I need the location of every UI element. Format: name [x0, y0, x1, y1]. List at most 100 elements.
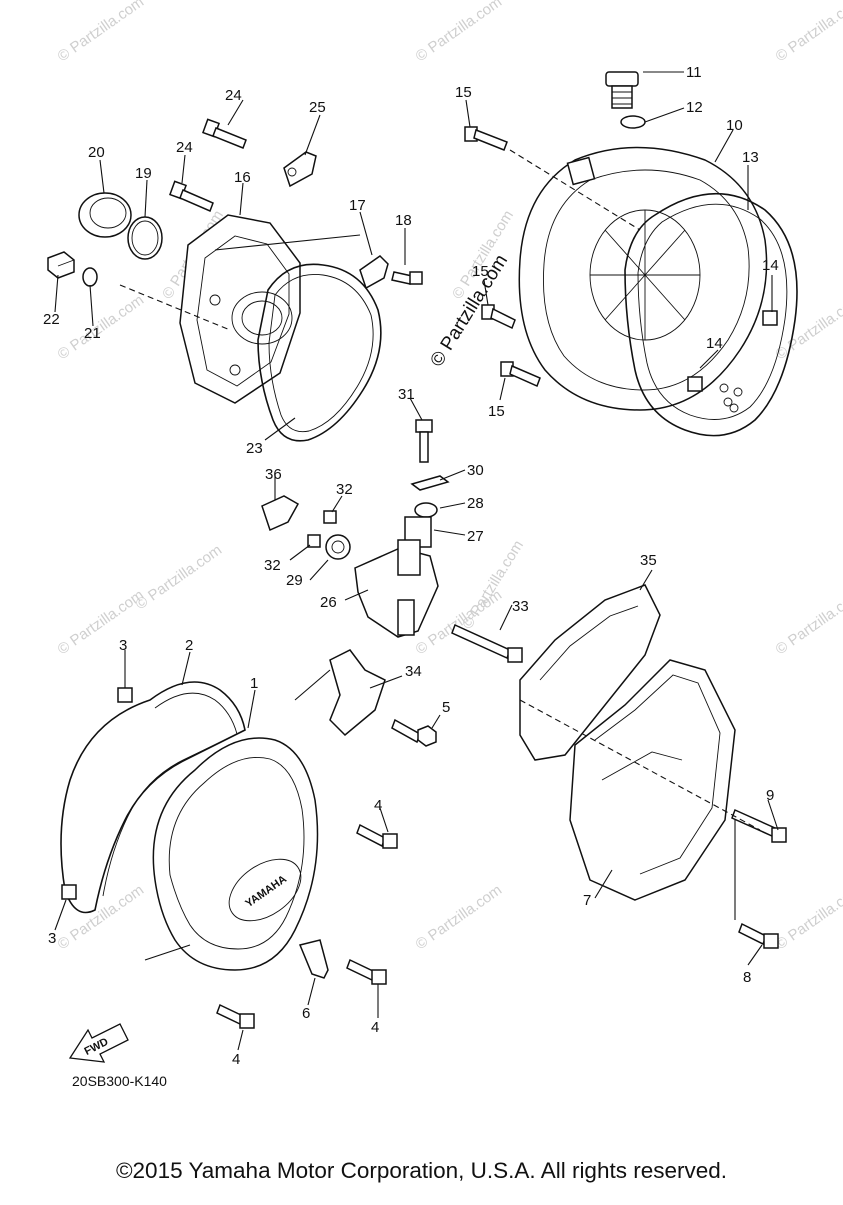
callout-16: 16 — [234, 169, 251, 186]
callout-4: 4 — [232, 1051, 240, 1068]
part-25-clamp[interactable] — [283, 151, 317, 188]
callout-24: 24 — [225, 87, 242, 104]
part-22-plug[interactable] — [47, 251, 75, 279]
part-1-generator-cover[interactable]: YAMAHA — [152, 737, 319, 971]
part-15-bolt-low[interactable] — [500, 361, 541, 388]
part-4-bolt-bottom[interactable] — [216, 1003, 255, 1029]
part-12-o-ring[interactable] — [620, 115, 646, 129]
callout-15: 15 — [472, 263, 489, 280]
callout-10: 10 — [726, 117, 743, 134]
part-15-bolt-mid[interactable] — [481, 304, 516, 330]
part-17-bracket[interactable] — [359, 255, 389, 290]
callout-5: 5 — [442, 699, 450, 716]
callout-30: 30 — [467, 462, 484, 479]
part-11-oil-filler-cap[interactable] — [605, 71, 639, 109]
callout-28: 28 — [467, 495, 484, 512]
part-28-seal[interactable] — [414, 502, 438, 518]
part-32-dowel-pin-b[interactable] — [307, 534, 321, 548]
callout-4: 4 — [374, 797, 382, 814]
callout-29: 29 — [286, 572, 303, 589]
callout-23: 23 — [246, 440, 263, 457]
callout-25: 25 — [309, 99, 326, 116]
callout-7: 7 — [583, 892, 591, 909]
part-9-bolt[interactable] — [731, 808, 787, 843]
part-35-cover[interactable] — [519, 584, 661, 761]
callout-14: 14 — [762, 257, 779, 274]
part-3-dowel-pin-upper[interactable] — [117, 687, 133, 703]
callout-14: 14 — [706, 335, 723, 352]
part-29-oil-seal[interactable] — [325, 534, 351, 560]
watermark: © Partzilla.com — [413, 881, 506, 953]
callout-11: 11 — [686, 64, 702, 81]
watermark: © Partzilla.com — [55, 291, 148, 363]
watermark: © Partzilla.com — [55, 586, 148, 658]
part-5-bolt[interactable] — [391, 718, 437, 747]
callout-13: 13 — [742, 149, 759, 166]
callout-36: 36 — [265, 466, 282, 483]
part-18-bolt[interactable] — [391, 271, 423, 285]
part-4-bolt-right[interactable] — [346, 958, 387, 985]
callout-15: 15 — [455, 84, 472, 101]
part-30-washer[interactable] — [410, 475, 450, 491]
part-2-gasket[interactable] — [60, 681, 246, 914]
part-14-dowel-pin-upper[interactable] — [762, 310, 778, 326]
callout-21: 21 — [84, 325, 101, 342]
diagram-code: 20SB300-K140 — [72, 1073, 167, 1089]
part-8-bolt[interactable] — [738, 922, 779, 949]
watermark: © Partzilla.com — [133, 541, 226, 613]
part-31-bolt[interactable] — [415, 419, 433, 463]
part-15-bolt-top[interactable] — [464, 126, 508, 151]
callout-24: 24 — [176, 139, 193, 156]
callout-33: 33 — [512, 598, 529, 615]
part-3-dowel-pin-lower[interactable] — [61, 884, 77, 900]
leader-lines — [54, 71, 779, 1051]
part-21-washer[interactable] — [82, 267, 98, 287]
part-26-housing[interactable] — [354, 539, 439, 638]
callout-22: 22 — [43, 311, 60, 328]
copyright-notice: ©2015 Yamaha Motor Corporation, U.S.A. A… — [115, 1158, 728, 1183]
callout-34: 34 — [405, 663, 422, 680]
callout-3: 3 — [119, 637, 127, 654]
watermark: © Partzilla.com — [773, 881, 843, 953]
watermark: © Partzilla.com — [55, 0, 148, 65]
callout-3: 3 — [48, 930, 56, 947]
callout-18: 18 — [395, 212, 412, 229]
watermark: © Partzilla.com — [773, 0, 843, 65]
callout-2: 2 — [185, 637, 193, 654]
part-24-bolt-lower[interactable] — [169, 180, 214, 213]
part-19-o-ring[interactable] — [127, 216, 163, 260]
part-7-sprocket-cover[interactable] — [569, 659, 736, 901]
fwd-arrow-icon: FWD — [68, 1023, 129, 1063]
part-4-bolt-mid[interactable] — [356, 823, 398, 849]
callout-17: 17 — [349, 197, 366, 214]
callout-6: 6 — [302, 1005, 310, 1022]
part-6-clamp[interactable] — [298, 939, 329, 979]
callout-4: 4 — [371, 1019, 379, 1036]
callout-35: 35 — [640, 552, 657, 569]
part-36-bracket[interactable] — [261, 495, 300, 532]
callout-20: 20 — [88, 144, 105, 161]
part-16-cover[interactable] — [179, 214, 301, 404]
watermark: © Partzilla.com — [773, 291, 843, 363]
part-14-dowel-pin-lower[interactable] — [687, 376, 703, 392]
part-33-bolt[interactable] — [451, 623, 523, 663]
part-20-plug[interactable] — [78, 192, 132, 238]
part-23-gasket[interactable] — [257, 263, 382, 442]
watermark: © Partzilla.com — [459, 537, 527, 632]
part-10-clutch-cover[interactable] — [518, 146, 768, 411]
callout-27: 27 — [467, 528, 484, 545]
callout-1: 1 — [250, 675, 258, 692]
callout-19: 19 — [135, 165, 152, 182]
callout-8: 8 — [743, 969, 751, 986]
callout-15: 15 — [488, 403, 505, 420]
watermark: © Partzilla.com — [413, 0, 506, 65]
callout-12: 12 — [686, 99, 703, 116]
part-32-dowel-pin-a[interactable] — [323, 510, 337, 524]
callout-32: 32 — [264, 557, 281, 574]
part-24-bolt-upper[interactable] — [202, 118, 247, 149]
callout-numbers: 11 12 10 13 14 14 15 15 15 24 25 24 20 1… — [43, 64, 779, 1068]
part-34-bracket[interactable] — [329, 649, 386, 737]
part-13-gasket[interactable] — [624, 192, 798, 437]
